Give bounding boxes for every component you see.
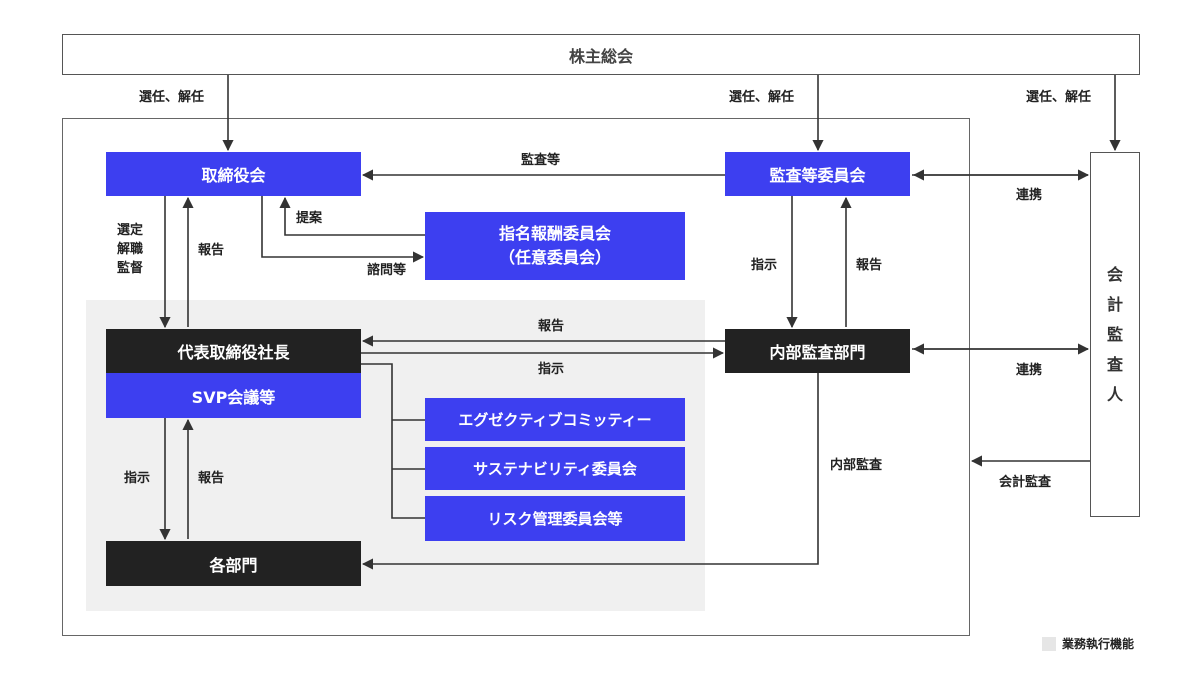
report-to-president-label: 報告: [538, 319, 565, 334]
nomination-remuneration-committee-box: 指名報酬委員会 （任意委員会）: [425, 212, 685, 280]
svp-meeting-box: SVP会議等: [106, 373, 361, 418]
executive-committee-label: エグゼクティブコミッティー: [458, 411, 652, 429]
accounting-auditor-char: 査: [1106, 354, 1123, 374]
legend-label: 業務執行機能: [1062, 637, 1135, 651]
audit-committee-label: 監査等委員会: [769, 166, 866, 185]
instruct-departments-label: 指示: [124, 471, 151, 486]
accounting-auditor-char: 人: [1106, 384, 1123, 404]
company-frame: [62, 118, 970, 636]
dismiss-label: 解職: [117, 241, 144, 257]
departments-label: 各部門: [209, 555, 258, 575]
report-to-board-label: 報告: [198, 243, 225, 258]
executive-committee-box: エグゼクティブコミッティー: [425, 398, 685, 441]
president-label: 代表取締役社長: [177, 343, 290, 362]
supervise-label: 監督: [117, 260, 144, 276]
president-box: 代表取締役社長: [106, 329, 361, 373]
internal-audit-department-box: 内部監査部門: [725, 329, 910, 373]
sustainability-committee-box: サステナビリティ委員会: [425, 447, 685, 490]
accounting-auditor-char: 計: [1106, 294, 1123, 314]
cooperation-label: 連携: [1016, 363, 1043, 378]
nomination-committee-subtitle: （任意委員会）: [498, 248, 611, 267]
accounting-audit-label: 会計監査: [999, 475, 1052, 490]
select-dismiss-supervise-label: 選定 解職 監督: [117, 222, 143, 279]
board-of-directors-label: 取締役会: [201, 166, 266, 185]
svp-meeting-label: SVP会議等: [191, 387, 276, 407]
instruct-internal-audit-label: 指示: [751, 258, 778, 273]
risk-management-committee-box: リスク管理委員会等: [425, 496, 685, 541]
select-label: 選定: [117, 223, 144, 238]
audit-etc-label: 監査等: [521, 153, 561, 168]
proposal-label: 提案: [296, 211, 323, 226]
report-to-audit-committee-label: 報告: [856, 258, 883, 273]
elect-dismiss-label: 選任、解任: [1026, 90, 1092, 105]
audit-committee-box: 監査等委員会: [725, 152, 910, 196]
departments-box: 各部門: [106, 541, 361, 586]
instruct-internal-audit-dept-label: 指示: [538, 362, 565, 377]
elect-dismiss-label: 選任、解任: [729, 90, 795, 105]
cooperation-label: 連携: [1016, 188, 1043, 203]
elect-dismiss-label: 選任、解任: [139, 90, 205, 105]
consultation-label: 諮問等: [367, 263, 407, 278]
accounting-auditor-label: 会 計 監 査 人: [1105, 260, 1125, 410]
internal-audit-department-label: 内部監査部門: [769, 343, 866, 362]
shareholders-meeting-label: 株主総会: [568, 46, 633, 66]
report-from-departments-label: 報告: [198, 471, 225, 486]
risk-management-committee-label: リスク管理委員会等: [487, 510, 623, 528]
accounting-auditor-char: 監: [1106, 324, 1123, 344]
nomination-committee-title: 指名報酬委員会: [498, 224, 611, 243]
internal-audit-label: 内部監査: [830, 458, 883, 473]
shareholders-meeting-box: 株主総会: [62, 34, 1140, 75]
legend-swatch: [1042, 637, 1056, 651]
sustainability-committee-label: サステナビリティ委員会: [473, 460, 637, 478]
accounting-auditor-char: 会: [1106, 264, 1123, 284]
accounting-auditor-box: 会 計 監 査 人: [1090, 152, 1140, 517]
board-of-directors-box: 取締役会: [106, 152, 361, 196]
